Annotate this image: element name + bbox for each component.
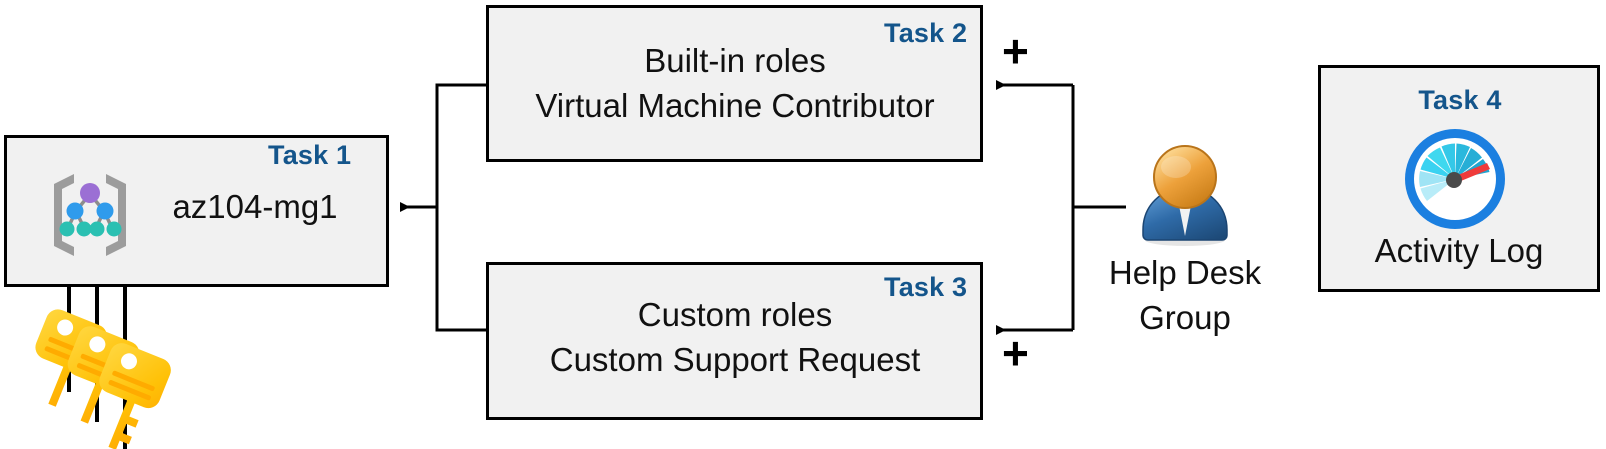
task-1-title: az104-mg1: [172, 188, 338, 225]
task-3-label: Task 3: [884, 272, 968, 302]
plus-icon-top: +: [1002, 25, 1029, 77]
management-group-icon: [54, 174, 126, 256]
task-3-box[interactable]: [486, 262, 983, 420]
task-1-label: Task 1: [268, 140, 352, 170]
activity-log-gauge-icon: [1405, 129, 1505, 229]
task-1-box[interactable]: [4, 135, 389, 287]
task-2-box[interactable]: [486, 5, 983, 162]
keys-icon: [35, 309, 171, 449]
task-3-line-1: Custom roles: [637, 296, 833, 333]
task-2-line-1: Built-in roles: [644, 42, 826, 79]
task-2-line-2: Virtual Machine Contributor: [535, 87, 935, 124]
help-desk-group-caption: Help Desk Group: [1080, 250, 1290, 340]
plus-icon-bottom: +: [1002, 327, 1029, 379]
task-2-label: Task 2: [884, 18, 968, 48]
task-3-line-2: Custom Support Request: [549, 341, 921, 378]
user-icon: [1142, 145, 1228, 246]
task-4-title: Activity Log: [1374, 232, 1544, 269]
help-desk-line-2: Group: [1139, 299, 1231, 336]
task-4-label: Task 4: [1418, 85, 1502, 115]
help-desk-line-1: Help Desk: [1108, 254, 1262, 291]
